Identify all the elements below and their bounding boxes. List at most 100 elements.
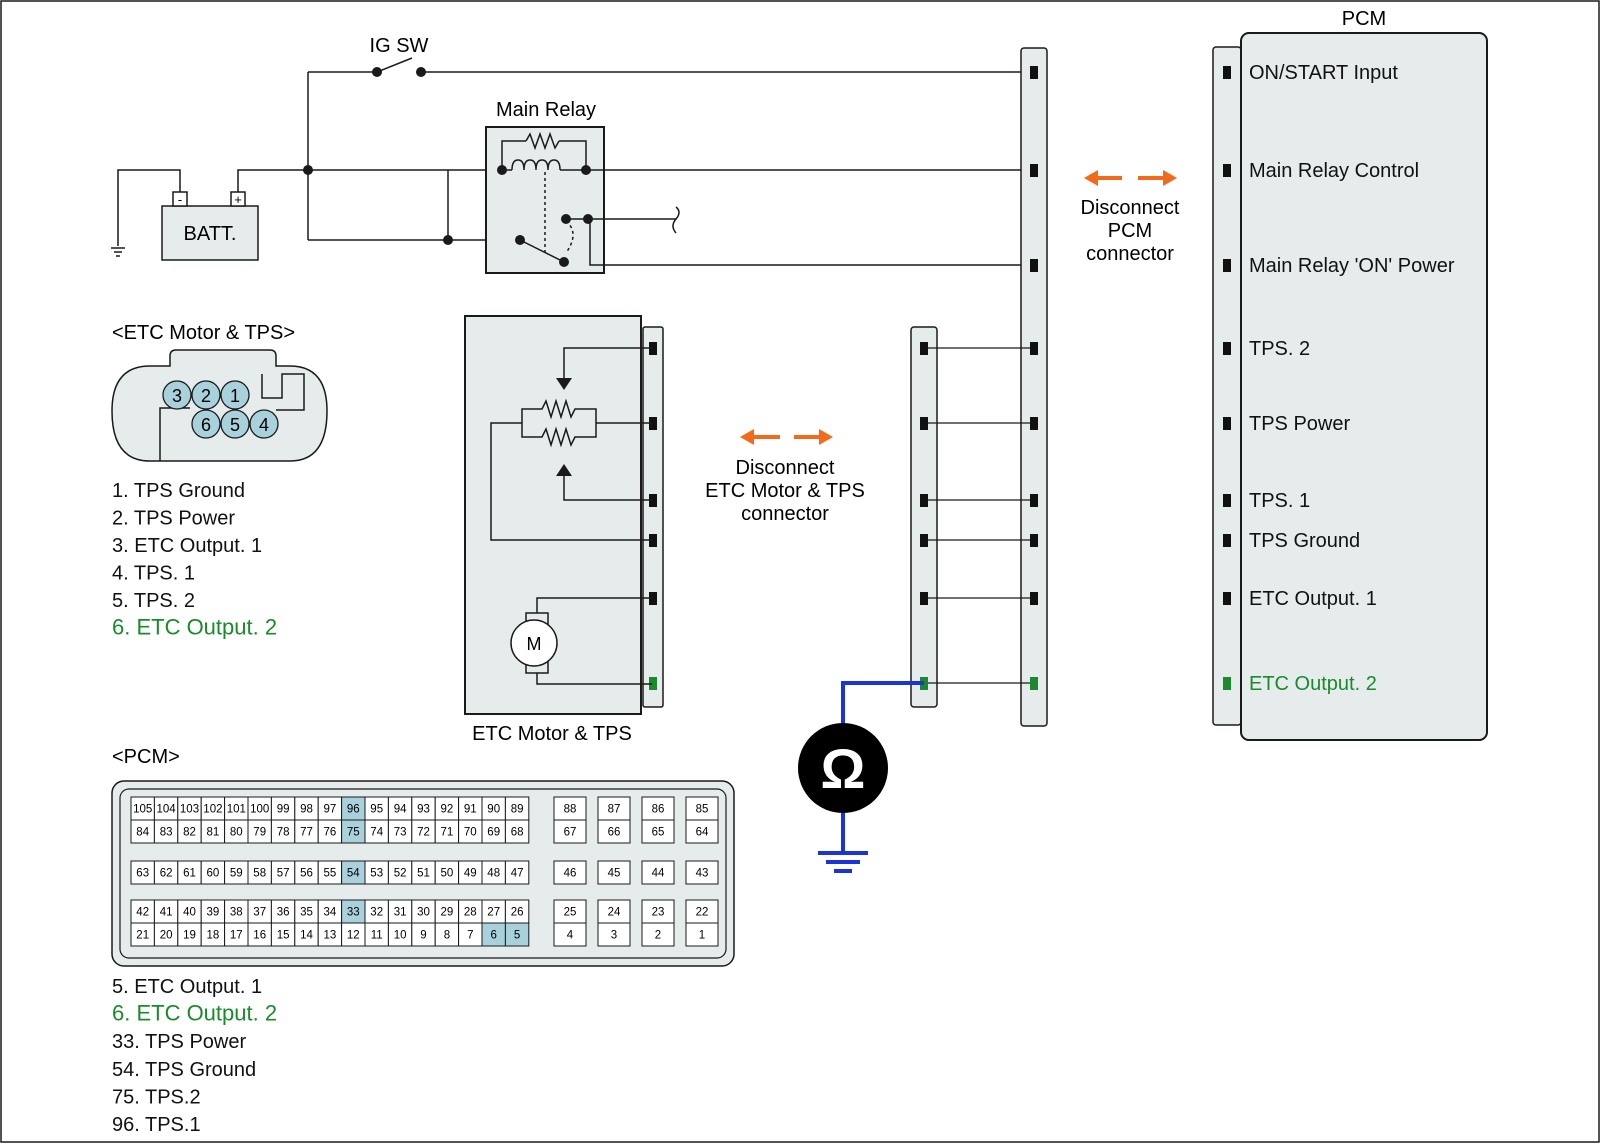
pcm-pin-number: 43 bbox=[696, 868, 709, 880]
pcm-pin-number: 88 bbox=[564, 804, 577, 816]
pcm-pin-number: 89 bbox=[511, 804, 524, 816]
harness-wires bbox=[924, 347, 1034, 684]
pcm-pin-label: TPS. 2 bbox=[1249, 338, 1310, 360]
pcm-harness-pin bbox=[1030, 66, 1038, 79]
pcm-box-pin bbox=[1223, 494, 1231, 507]
pcm-legend-item: 5. ETC Output. 1 bbox=[112, 976, 262, 998]
pcm-pin-number: 11 bbox=[371, 930, 383, 942]
pcm-pin-number: 58 bbox=[253, 868, 266, 880]
pcm-pin-number: 78 bbox=[277, 827, 290, 839]
pcm-legend-item: 6. ETC Output. 2 bbox=[112, 1001, 277, 1026]
etc-harness-connector bbox=[910, 326, 938, 708]
pcm-pin-number: 65 bbox=[652, 827, 665, 839]
pcm-pin-number: 3 bbox=[611, 930, 617, 942]
relay-on-power-wire bbox=[589, 219, 1034, 266]
etc-pin-number: 6 bbox=[201, 415, 211, 435]
pcm-harness-pin bbox=[1030, 342, 1038, 355]
pcm-pin-number: 73 bbox=[394, 827, 407, 839]
pcm-pin-number: 40 bbox=[183, 907, 196, 919]
pcm-pin-number: 101 bbox=[227, 804, 246, 816]
motor bbox=[510, 619, 558, 667]
etc-component-label: ETC Motor & TPS bbox=[472, 723, 632, 745]
pcm-pin-number: 105 bbox=[133, 804, 152, 816]
pcm-box-pin bbox=[1223, 66, 1231, 79]
pcm-pin-1 bbox=[685, 922, 719, 947]
pcm-pin-number: 22 bbox=[696, 907, 709, 919]
pcm-pin-3 bbox=[597, 922, 631, 947]
pcm-pin-number: 30 bbox=[417, 907, 430, 919]
ohmmeter-body bbox=[798, 723, 888, 813]
wire-break bbox=[672, 206, 680, 234]
etc-pin-1 bbox=[220, 380, 250, 410]
etc-harness-pin bbox=[920, 342, 928, 355]
pcm-pin-number: 5 bbox=[514, 930, 520, 942]
pcm-pin-number: 37 bbox=[253, 907, 266, 919]
pcm-pin-number: 76 bbox=[324, 827, 337, 839]
pcm-pin-legend: 5. ETC Output. 16. ETC Output. 233. TPS … bbox=[112, 976, 277, 1136]
pcm-pin-label: ETC Output. 2 bbox=[1249, 673, 1377, 695]
pcm-harness-connector bbox=[1020, 47, 1048, 727]
pcm-pin-label: Main Relay 'ON' Power bbox=[1249, 255, 1455, 277]
pcm-harness-pin bbox=[1030, 534, 1038, 547]
pcm-pin-number: 20 bbox=[160, 930, 173, 942]
etc-legend-item: 4. TPS. 1 bbox=[112, 563, 195, 585]
pcm-pin-number: 19 bbox=[183, 930, 196, 942]
pcm-pin-label: TPS Power bbox=[1249, 413, 1350, 435]
pcm-pin-number: 79 bbox=[253, 827, 266, 839]
pcm-pin-number: 91 bbox=[464, 804, 477, 816]
pcm-pin-number: 29 bbox=[441, 907, 454, 919]
etc-component-pin bbox=[649, 534, 657, 547]
pcm-harness-pin bbox=[1030, 417, 1038, 430]
etc-legend-item: 6. ETC Output. 2 bbox=[112, 615, 277, 640]
top-circuit-nodes bbox=[303, 67, 593, 267]
pcm-box-pin bbox=[1223, 259, 1231, 272]
pcm-pin-2 bbox=[641, 922, 675, 947]
pcm-pin-68 bbox=[504, 819, 530, 844]
pcm-pin-45 bbox=[597, 860, 631, 885]
pcm-pin-number: 28 bbox=[464, 907, 477, 919]
pcm-harness-pin bbox=[1030, 259, 1038, 272]
ig-sw-label: IG SW bbox=[370, 35, 429, 57]
pcm-pin-label: TPS. 1 bbox=[1249, 490, 1310, 512]
pcm-pin-number: 27 bbox=[487, 907, 500, 919]
pcm-pin-number: 9 bbox=[420, 930, 426, 942]
etc-harness-pin bbox=[920, 592, 928, 605]
pcm-pin-number: 23 bbox=[652, 907, 665, 919]
pcm-harness-pin bbox=[1030, 494, 1038, 507]
pcm-pin-number: 70 bbox=[464, 827, 477, 839]
pcm-pin-number: 96 bbox=[347, 804, 360, 816]
disconnect-pcm-line1: Disconnect bbox=[1081, 197, 1180, 219]
battery-label: BATT. bbox=[184, 223, 237, 245]
pcm-pin-number: 87 bbox=[608, 804, 621, 816]
pcm-pin-number: 102 bbox=[203, 804, 222, 816]
pcm-pin-number: 90 bbox=[487, 804, 500, 816]
pcm-pin-number: 25 bbox=[564, 907, 577, 919]
pcm-pin-number: 81 bbox=[207, 827, 220, 839]
pcm-pin-number: 64 bbox=[696, 827, 709, 839]
pcm-pin-number: 52 bbox=[394, 868, 407, 880]
etc-pin-6 bbox=[191, 409, 221, 439]
pcm-pin-number: 45 bbox=[608, 868, 621, 880]
pcm-pin-number: 48 bbox=[487, 868, 500, 880]
harness-pins bbox=[649, 66, 1231, 690]
pcm-pin-number: 10 bbox=[394, 930, 407, 942]
tps-wiper-arrow-2 bbox=[556, 464, 572, 476]
pcm-pin-number: 75 bbox=[347, 827, 360, 839]
pcm-pin-number: 21 bbox=[136, 930, 149, 942]
pcm-pin-number: 84 bbox=[136, 827, 149, 839]
pcm-pin-number: 38 bbox=[230, 907, 243, 919]
etc-connector-face bbox=[111, 349, 328, 462]
disconnect-pcm-arrows bbox=[1084, 170, 1177, 186]
pcm-pin-number: 35 bbox=[300, 907, 313, 919]
pcm-pin-label: ETC Output. 1 bbox=[1249, 588, 1377, 610]
tps-wiper-arrow-1 bbox=[556, 378, 572, 390]
pcm-pin-number: 94 bbox=[394, 804, 407, 816]
pcm-pin-number: 39 bbox=[207, 907, 220, 919]
etc-pin-3 bbox=[162, 380, 192, 410]
pcm-pin-number: 13 bbox=[324, 930, 337, 942]
pcm-box bbox=[1240, 32, 1488, 741]
disconnect-etc-line3: connector bbox=[741, 503, 829, 525]
pcm-pin-number: 57 bbox=[277, 868, 290, 880]
pcm-pin-number: 55 bbox=[324, 868, 337, 880]
